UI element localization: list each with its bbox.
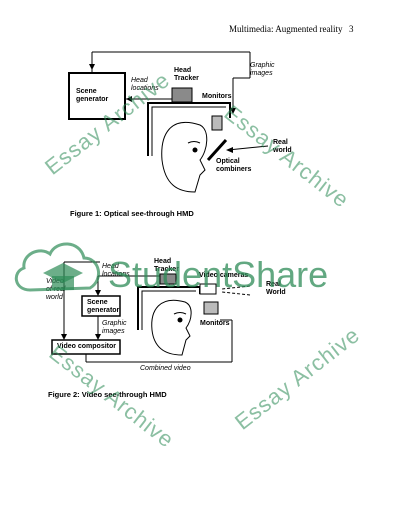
- fig1-real-world-label: Real world: [273, 139, 292, 154]
- cloud-logo-icon: [14, 242, 100, 292]
- fig2-scene-generator-box: [81, 295, 121, 317]
- page-number: 3: [349, 24, 354, 34]
- fig2-head: [151, 299, 192, 356]
- figure1-caption: Figure 1: Optical see-through HMD: [70, 209, 194, 218]
- fig2-head-tracker-box: [159, 273, 177, 285]
- fig1-scene-generator-box: [68, 72, 126, 120]
- fig2-video-camera: [199, 283, 217, 295]
- fig1-monitor-box: [211, 115, 223, 131]
- fig1-optical-combiners-label: Optical combiners: [216, 158, 252, 173]
- fig2-monitors-label: Monitors: [200, 320, 230, 327]
- fig1-optical-combiner: [206, 138, 228, 162]
- brand-watermark: StudentShare: [108, 254, 329, 295]
- fig1-graphic-images-label: Graphic images: [250, 62, 275, 77]
- fig1-monitors-label: Monitors: [202, 93, 232, 100]
- fig2-head-locations-label: Head locations: [102, 263, 130, 278]
- fig1-head: [161, 122, 208, 193]
- fig2-combined-video-label: Combined video: [140, 365, 191, 372]
- fig1-scene-generator-label: Scene generator: [76, 88, 109, 103]
- fig2-scene-generator-label: Scene generator: [87, 299, 120, 314]
- fig1-head-tracker-label: Head Tracker: [174, 67, 199, 82]
- fig2-head-tracker-label: Head Tracker: [154, 258, 179, 273]
- fig2-monitor-box: [203, 301, 219, 315]
- fig2-video-compositor-label: Video compositor: [57, 343, 116, 350]
- fig2-real-world-label: Real World: [266, 281, 286, 296]
- fig2-video-cameras-label: Video cameras: [199, 272, 249, 279]
- fig1-head-locations-label: Head locations: [131, 77, 159, 92]
- fig2-graphic-images-label: Graphic images: [102, 320, 127, 335]
- figure2-caption: Figure 2: Video see-through HMD: [48, 390, 167, 399]
- running-header: Multimedia: Augmented reality: [229, 24, 343, 34]
